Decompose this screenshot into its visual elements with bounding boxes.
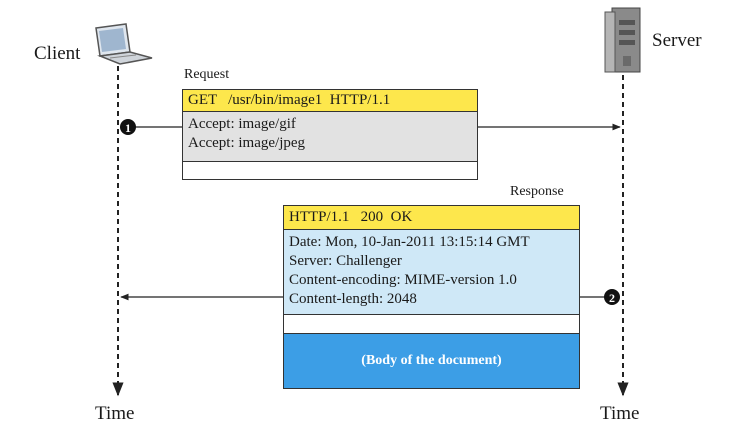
- response-header-line: Content-encoding: MIME-version 1.0: [289, 272, 517, 288]
- response-header-line: Date: Mon, 10-Jan-2011 13:15:14 GMT: [289, 234, 530, 250]
- server-time-label: Time: [600, 403, 640, 424]
- client-label: Client: [34, 43, 81, 64]
- server-label: Server: [652, 30, 702, 51]
- request-headers: Accept: image/gif Accept: image/jpeg: [183, 112, 477, 162]
- request-caption: Request: [184, 67, 230, 82]
- svg-text:2: 2: [609, 291, 615, 305]
- request-header-line: Accept: image/gif: [188, 116, 296, 132]
- response-headers: Date: Mon, 10-Jan-2011 13:15:14 GMT Serv…: [284, 230, 579, 315]
- request-step-marker: 1: [120, 119, 136, 135]
- response-message: HTTP/1.1 200 OK Date: Mon, 10-Jan-2011 1…: [283, 205, 580, 389]
- laptop-icon: [95, 23, 153, 65]
- response-caption: Response: [510, 184, 564, 199]
- response-header-line: Server: Challenger: [289, 253, 402, 269]
- response-step-marker: 2: [604, 289, 620, 305]
- request-header-line: Accept: image/jpeg: [188, 135, 306, 151]
- response-header-line: Content-length: 2048: [289, 291, 417, 307]
- request-message: GET /usr/bin/image1 HTTP/1.1 Accept: ima…: [182, 89, 478, 180]
- svg-text:1: 1: [125, 121, 131, 135]
- server-icon: [604, 7, 641, 73]
- request-line: GET /usr/bin/image1 HTTP/1.1: [183, 90, 477, 112]
- client-time-label: Time: [95, 403, 135, 424]
- status-line: HTTP/1.1 200 OK: [284, 206, 579, 230]
- document-body: (Body of the document): [284, 333, 579, 388]
